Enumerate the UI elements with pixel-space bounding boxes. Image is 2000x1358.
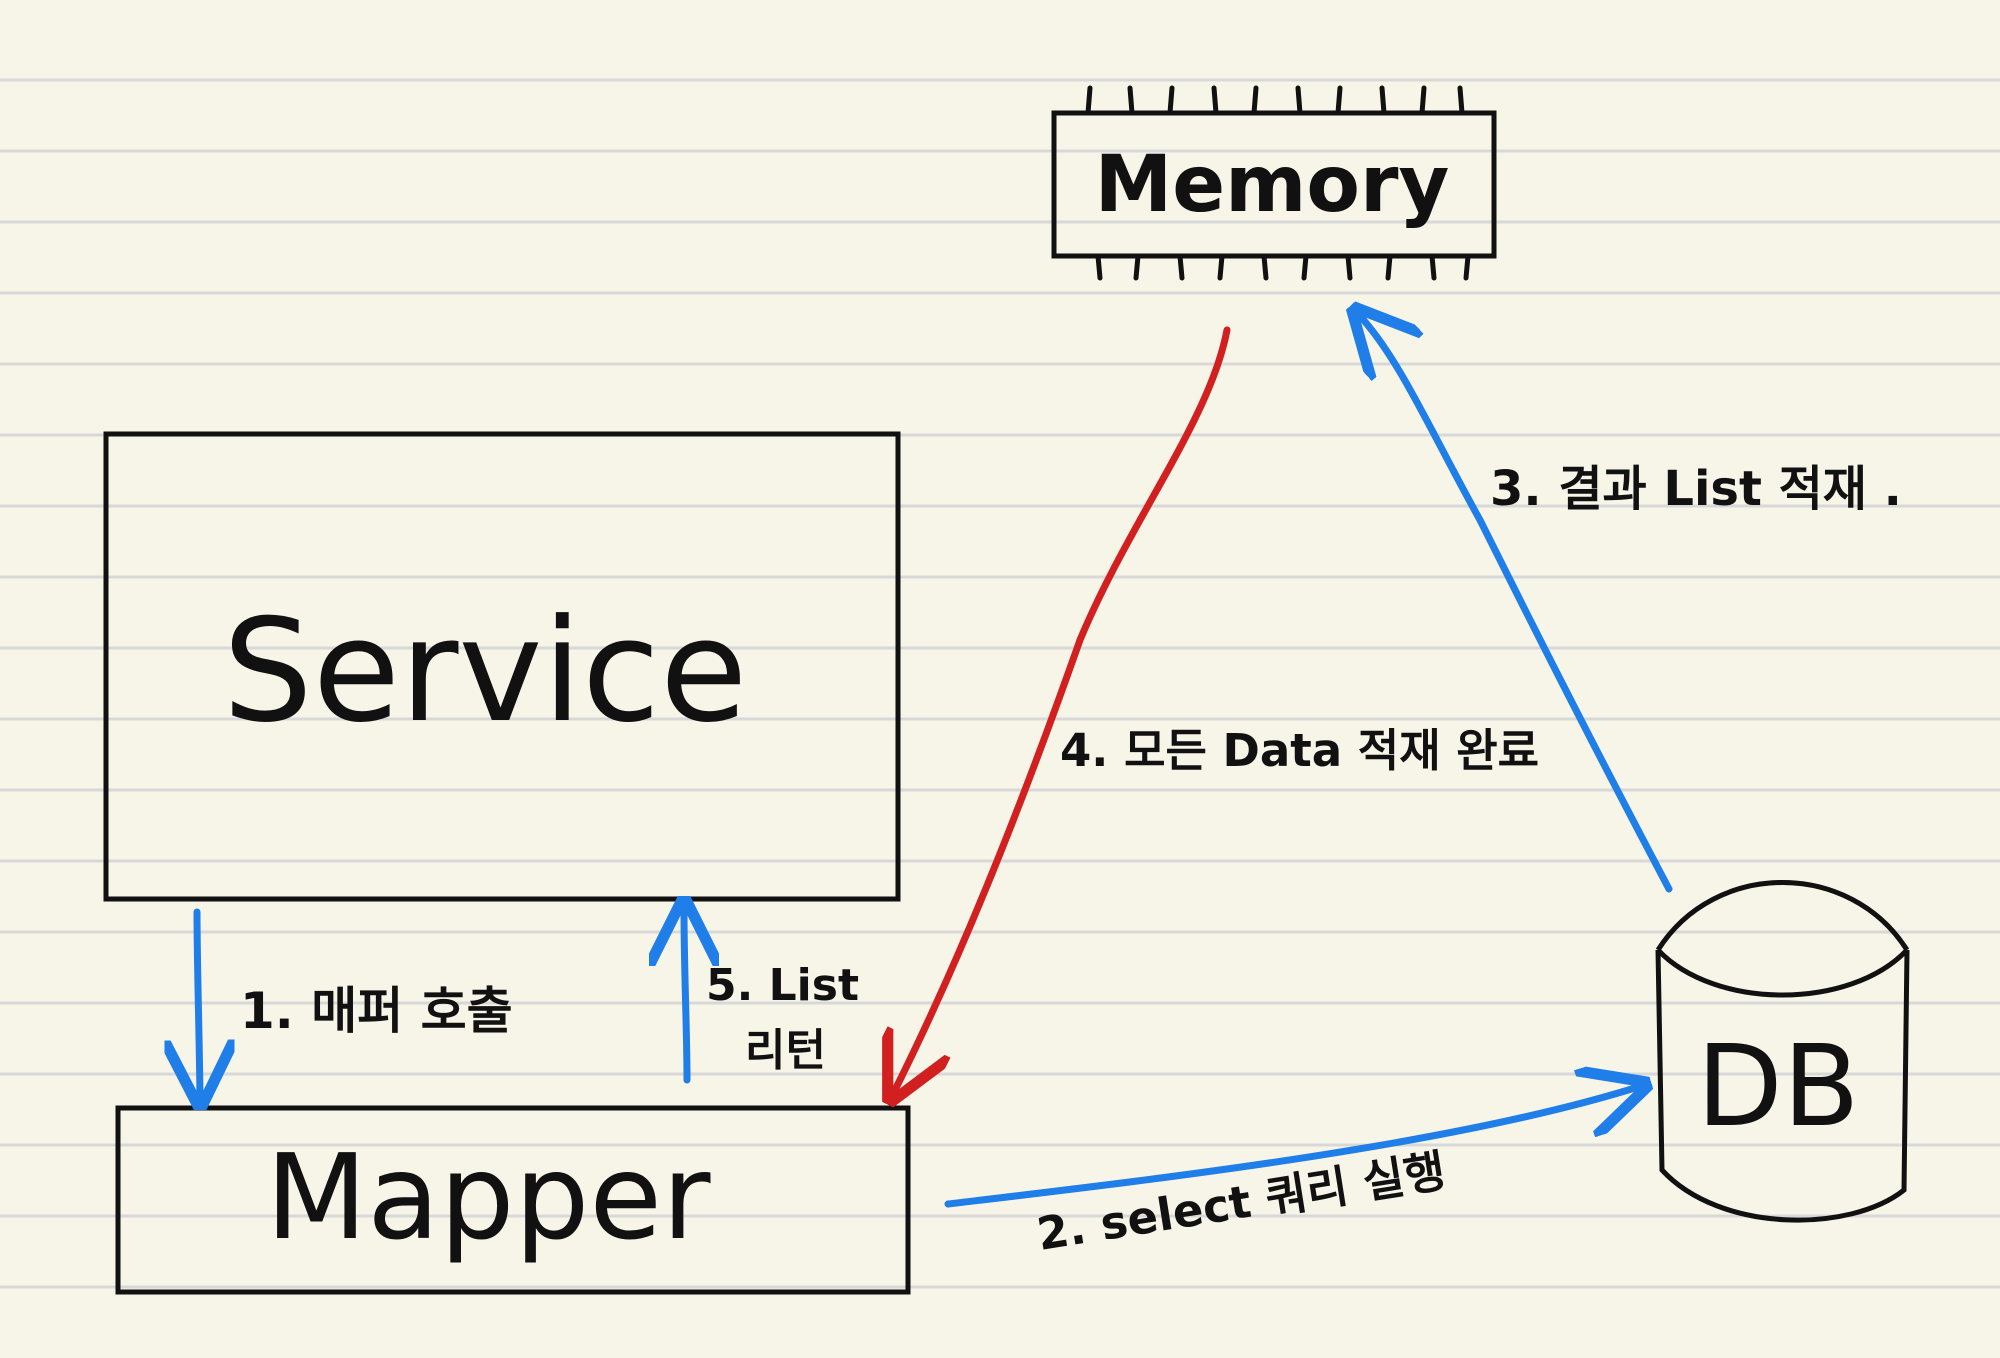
- memory-chip-top-pin: [1211, 85, 1219, 116]
- memory-chip-bottom-pin: [1261, 253, 1269, 281]
- memory-chip-top-pin: [1085, 85, 1093, 116]
- memory-chip-bottom-pin: [1217, 253, 1225, 281]
- step5-label-line1: 5. List: [706, 960, 859, 1011]
- db-cylinder-top-inner: [1656, 948, 1909, 998]
- mapper-box: Mapper: [115, 1105, 911, 1295]
- db-cylinder-body: [1655, 949, 1910, 1223]
- mapper-box-outline: [115, 1105, 911, 1295]
- service-box-outline: [103, 431, 901, 902]
- memory-chip-bottom-pin: [1429, 253, 1437, 281]
- memory-chip-top-pin: [1457, 85, 1465, 116]
- step4-label: 4. 모든 Data 적재 완료: [1060, 724, 1539, 777]
- step1-arrow: [197, 908, 200, 1096]
- db-cylinder: DB: [1655, 880, 1910, 1223]
- service-label: Service: [223, 589, 748, 754]
- db-label: DB: [1696, 1022, 1859, 1152]
- memory-chip-bottom-pin: [1301, 253, 1309, 281]
- memory-chip-bottom-pin: [1463, 253, 1471, 281]
- step3-arrow: [1360, 316, 1673, 893]
- step5-arrow: [684, 910, 687, 1084]
- service-box: Service: [103, 431, 901, 902]
- memory-chip-outline: [1051, 110, 1497, 259]
- memory-chip-top-pin: [1379, 85, 1387, 116]
- ruled-lines: [0, 78, 2000, 1289]
- memory-label: Memory: [1095, 140, 1450, 230]
- step3-label: 3. 결과 List 적재 .: [1490, 461, 1902, 517]
- step1-label: 1. 매퍼 호출: [240, 982, 513, 1040]
- memory-chip-top-pin: [1127, 85, 1135, 116]
- memory-chip-top-pin: [1419, 85, 1427, 116]
- memory-chip-pins: [1085, 85, 1471, 281]
- step2-arrow: [944, 1087, 1638, 1208]
- memory-chip-top-pin: [1251, 85, 1259, 116]
- memory-chip-bottom-pin: [1095, 253, 1103, 281]
- memory-chip-bottom-pin: [1345, 253, 1353, 281]
- memory-chip-bottom-pin: [1133, 253, 1141, 281]
- step4-arrow: [894, 326, 1231, 1092]
- memory-chip: Memory: [1051, 85, 1497, 281]
- memory-chip-bottom-pin: [1177, 253, 1185, 281]
- memory-chip-top-pin: [1167, 85, 1175, 116]
- mapper-label: Mapper: [265, 1128, 711, 1266]
- db-cylinder-top: [1655, 880, 1910, 952]
- memory-chip-bottom-pin: [1385, 253, 1393, 281]
- step5-label-line2: 리턴: [745, 1025, 826, 1076]
- memory-chip-top-pin: [1335, 85, 1343, 116]
- memory-chip-top-pin: [1295, 85, 1303, 116]
